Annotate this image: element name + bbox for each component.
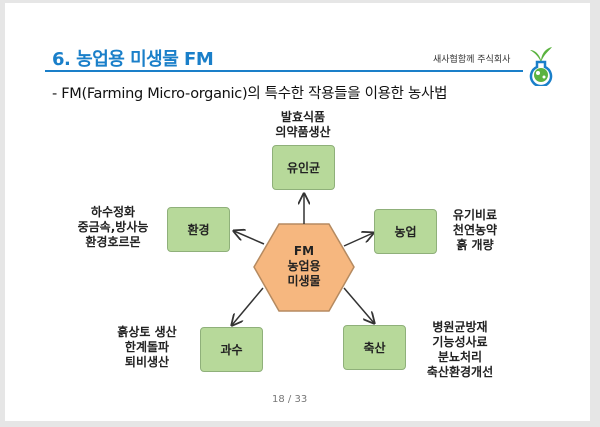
center-hexagon: [253, 223, 355, 312]
arrow-to-orchard: [232, 287, 264, 325]
flask-sprout-logo-icon: [529, 47, 553, 86]
slide-title: 6. 농업용 미생물 FM: [52, 49, 214, 70]
subtitle: - FM(Farming Micro-organic)의 특수한 작용들을 이용…: [52, 86, 448, 102]
arrow-to-environment: [234, 231, 265, 245]
page-indicator: 18 / 33: [272, 394, 308, 405]
node-orchard: 과수: [200, 327, 263, 372]
slide: [5, 3, 590, 421]
arrow-to-livestock: [343, 287, 374, 323]
node-yuingyun: 유인균: [272, 145, 335, 190]
title-divider: [45, 70, 523, 72]
company-name: 새사협함께 주식회사: [433, 55, 511, 65]
arrow-to-agriculture: [343, 233, 373, 247]
node-environment: 환경: [167, 207, 230, 252]
node-livestock: 축산: [343, 325, 406, 370]
node-agriculture: 농업: [374, 209, 437, 254]
